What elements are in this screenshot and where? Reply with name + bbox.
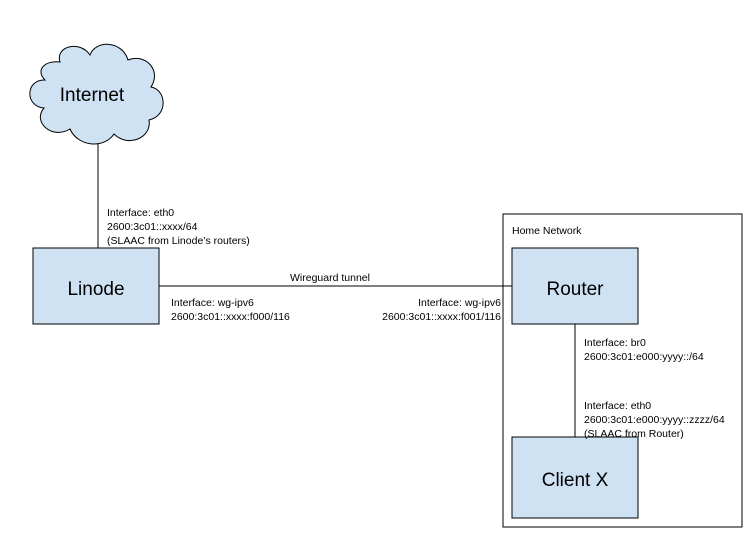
client-eth0-annotation: Interface: eth0 2600:3c01:e000:yyyy::zzz… bbox=[584, 400, 725, 440]
client-label: Client X bbox=[542, 470, 609, 491]
annotation-line: 2600:3c01::xxxx:f001/116 bbox=[382, 311, 501, 323]
annotation-line: Interface: eth0 bbox=[107, 207, 174, 219]
linode-wg-annotation: Interface: wg-ipv6 2600:3c01::xxxx:f000/… bbox=[171, 297, 290, 323]
linode-eth0-annotation: Interface: eth0 2600:3c01::xxxx/64 (SLAA… bbox=[107, 207, 250, 247]
annotation-line: Interface: wg-ipv6 bbox=[171, 297, 254, 309]
router-wg-annotation: Interface: wg-ipv6 2600:3c01::xxxx:f001/… bbox=[382, 297, 501, 323]
annotation-line: Interface: eth0 bbox=[584, 400, 651, 412]
annotation-line: 2600:3c01::xxxx/64 bbox=[107, 221, 198, 233]
internet-label: Internet bbox=[60, 85, 125, 106]
tunnel-label: Wireguard tunnel bbox=[290, 272, 370, 284]
router-box bbox=[511, 247, 639, 325]
linode-label: Linode bbox=[67, 279, 124, 300]
annotation-line: (SLAAC from Linode’s routers) bbox=[107, 235, 250, 247]
annotation-line: Interface: wg-ipv6 bbox=[418, 297, 501, 309]
router-label: Router bbox=[546, 279, 604, 300]
client-node: Client X bbox=[511, 436, 639, 519]
router-br0-annotation: Interface: br0 2600:3c01:e000:yyyy::/64 bbox=[584, 337, 704, 363]
home-network-label: Home Network bbox=[512, 225, 582, 237]
router-node: Router bbox=[511, 247, 639, 325]
linode-box bbox=[32, 247, 160, 325]
annotation-line: Interface: br0 bbox=[584, 337, 646, 349]
linode-node: Linode bbox=[32, 247, 160, 325]
annotation-line: 2600:3c01::xxxx:f000/116 bbox=[171, 311, 290, 323]
home-network-group bbox=[502, 213, 743, 528]
internet-cloud-icon: Internet bbox=[29, 43, 164, 145]
annotation-line: 2600:3c01:e000:yyyy::zzzz/64 bbox=[584, 414, 725, 426]
client-box bbox=[511, 436, 639, 519]
cloud-shape bbox=[29, 43, 164, 145]
annotation-line: (SLAAC from Router) bbox=[584, 428, 684, 440]
annotation-line: 2600:3c01:e000:yyyy::/64 bbox=[584, 351, 704, 363]
